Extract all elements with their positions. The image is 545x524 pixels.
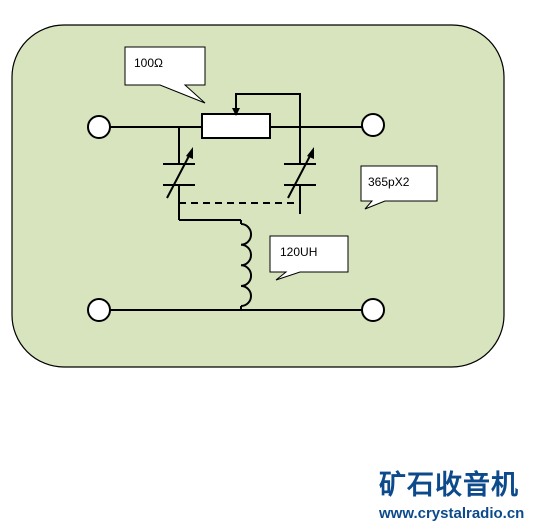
terminal-bottom-left-icon <box>87 298 111 322</box>
resistor-callout: 100Ω <box>124 46 206 104</box>
capacitor-label: 365pX2 <box>368 175 410 189</box>
variable-capacitor-right-icon <box>284 147 316 199</box>
brand-chinese-text: 矿石收音机 <box>379 469 519 501</box>
diagram-panel <box>11 24 505 368</box>
terminal-top-left-icon <box>87 115 111 139</box>
wiring <box>110 93 362 311</box>
potentiometer-icon <box>201 108 271 139</box>
terminal-top-right-icon <box>361 113 385 137</box>
inductor-callout: 120UH <box>269 235 349 281</box>
capacitor-callout: 365pX2 <box>360 165 438 210</box>
inductor-icon <box>240 223 252 307</box>
variable-capacitor-left-icon <box>163 147 195 199</box>
terminal-bottom-right-icon <box>361 298 385 322</box>
inductor-label: 120UH <box>280 245 317 259</box>
brand-url-text: www.crystalradio.cn <box>378 505 524 522</box>
resistor-label: 100Ω <box>134 56 163 70</box>
